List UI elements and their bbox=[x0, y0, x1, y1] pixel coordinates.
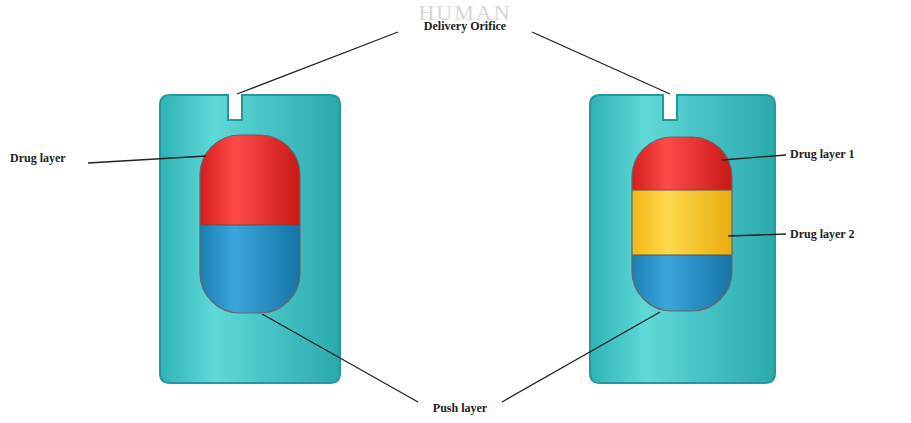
layer-boundary bbox=[200, 225, 300, 226]
callout-label: Drug layer 2 bbox=[790, 228, 854, 241]
capsule-outline bbox=[200, 135, 300, 313]
capsule-core bbox=[200, 135, 300, 313]
leader-line bbox=[722, 155, 786, 160]
leader-line bbox=[237, 32, 398, 94]
callout-label: Drug layer bbox=[10, 152, 66, 165]
drug-layer-fill bbox=[632, 190, 732, 255]
capsule-outline bbox=[632, 137, 732, 311]
drug-layer-fill bbox=[632, 137, 732, 190]
leader-line bbox=[728, 234, 786, 236]
drug-layer-fill bbox=[200, 135, 300, 225]
leader-line bbox=[262, 314, 418, 402]
push-layer-fill bbox=[200, 225, 300, 313]
layer-boundary bbox=[632, 190, 732, 191]
pump-housing bbox=[590, 95, 775, 383]
leader-line bbox=[88, 156, 206, 163]
callout-label: Drug layer 1 bbox=[790, 148, 854, 161]
pump-housing bbox=[160, 95, 340, 383]
layer-boundary bbox=[632, 255, 732, 256]
leader-lines bbox=[88, 32, 786, 402]
capsule-core bbox=[632, 137, 732, 311]
callout-label: Delivery Orifice bbox=[424, 20, 506, 33]
callout-label: Push layer bbox=[433, 402, 487, 415]
leader-line bbox=[532, 32, 670, 94]
leader-line bbox=[502, 312, 660, 402]
